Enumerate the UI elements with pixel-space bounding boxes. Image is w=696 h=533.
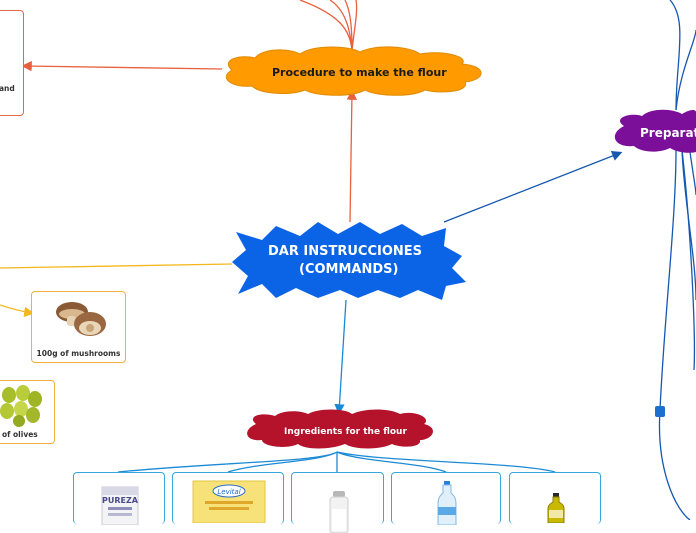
flour-brand-text: PUREZA bbox=[102, 496, 139, 505]
mushroom-caption: 100g of mushrooms bbox=[36, 349, 121, 358]
preparation-label: Preparat bbox=[640, 126, 696, 140]
ingredient-card-oil[interactable] bbox=[509, 472, 601, 524]
ingredients-node[interactable] bbox=[247, 409, 433, 449]
central-title-line1: DAR INSTRUCCIONES bbox=[268, 244, 422, 259]
mushroom-icon bbox=[56, 302, 106, 336]
ingredient-card-salt[interactable] bbox=[291, 472, 384, 533]
connector-handle[interactable] bbox=[655, 406, 665, 417]
top-left-card[interactable]: and bbox=[0, 10, 24, 116]
ingredient-card-flour[interactable]: PUREZA bbox=[73, 472, 165, 525]
olives-caption: of olives bbox=[2, 430, 38, 439]
oil-bottle-icon bbox=[547, 493, 565, 523]
yeast-brand-text: Levital bbox=[217, 488, 240, 496]
procedure-node[interactable] bbox=[225, 46, 482, 96]
procedure-label: Procedure to make the flour bbox=[272, 66, 447, 79]
connector-lines bbox=[0, 0, 696, 520]
central-node[interactable] bbox=[232, 222, 466, 300]
central-title-line2: (COMMANDS) bbox=[299, 262, 399, 277]
preparation-node[interactable] bbox=[614, 109, 696, 153]
yeast-packet-icon: Levital bbox=[192, 480, 266, 523]
ingredients-label: Ingredients for the flour bbox=[284, 427, 407, 437]
ingredient-card-water[interactable] bbox=[391, 472, 501, 525]
salt-shaker-icon bbox=[329, 491, 349, 533]
ingredient-card-yeast[interactable]: Levital bbox=[172, 472, 284, 524]
top-left-card-label: and bbox=[0, 84, 15, 93]
olives-icon bbox=[0, 385, 42, 427]
olives-card[interactable]: of olives bbox=[0, 380, 55, 444]
water-bottle-icon bbox=[437, 481, 457, 525]
mind-map-canvas bbox=[0, 0, 696, 520]
flour-bag-icon: PUREZA bbox=[101, 486, 139, 525]
mushroom-card[interactable]: 100g of mushrooms bbox=[31, 291, 126, 363]
